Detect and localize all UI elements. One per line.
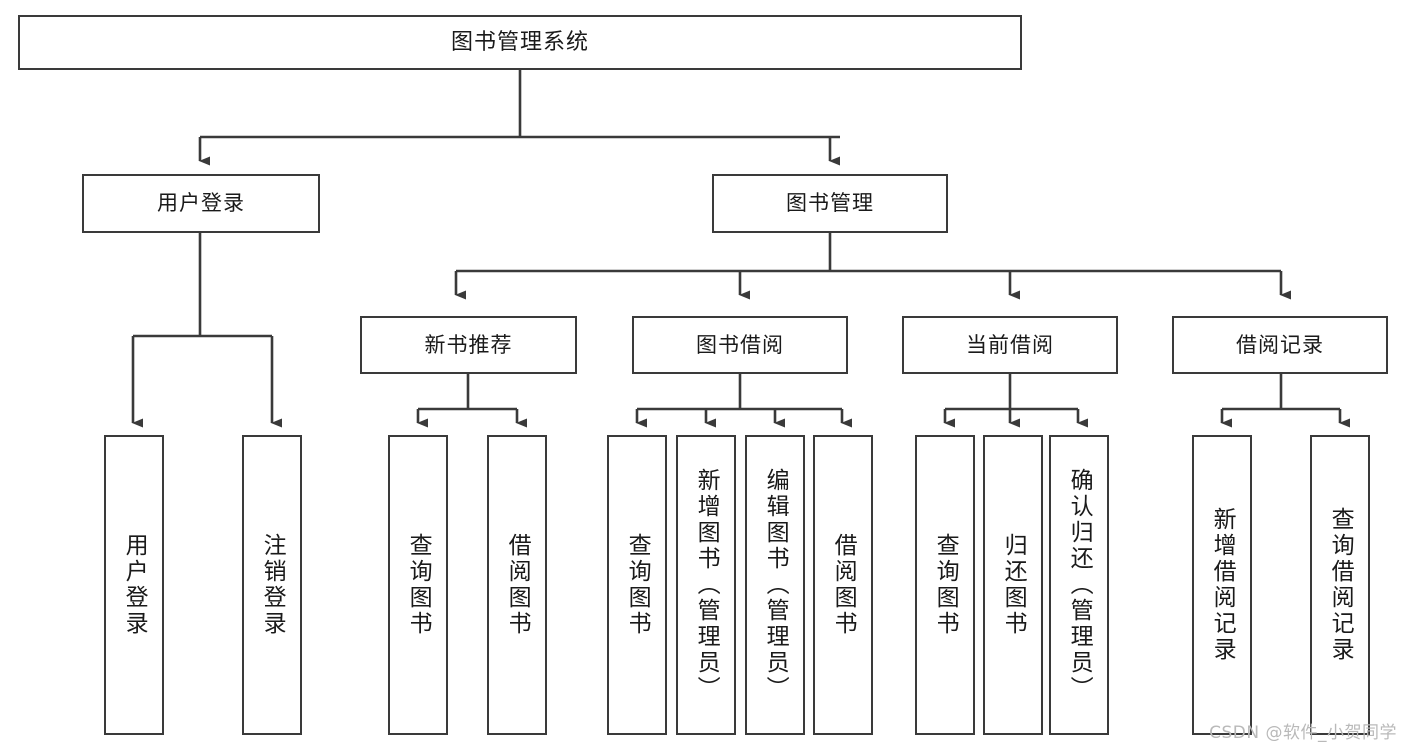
node-label: 查询图书 (405, 533, 432, 637)
csdn-watermark: CSDN @软件_小贺同学 (1209, 723, 1397, 743)
node-label: 用户登录 (121, 533, 148, 637)
node-label: 借阅图书 (830, 533, 857, 637)
node-label: 图书借阅 (696, 332, 784, 357)
leaf-user-login[interactable]: 用户登录 (104, 435, 164, 735)
leaf-query-books-current[interactable]: 查询图书 (915, 435, 975, 735)
leaf-add-borrow-record[interactable]: 新增借阅记录 (1192, 435, 1252, 735)
node-book-borrowing[interactable]: 图书借阅 (632, 316, 848, 374)
node-new-book-recommendation[interactable]: 新书推荐 (360, 316, 577, 374)
leaf-query-books-borrow[interactable]: 查询图书 (607, 435, 667, 735)
leaf-query-borrow-record[interactable]: 查询借阅记录 (1310, 435, 1370, 735)
leaf-borrow-books[interactable]: 借阅图书 (813, 435, 873, 735)
node-label: 新增图书（管理员） (693, 468, 720, 702)
node-label: 查询借阅记录 (1327, 507, 1354, 663)
leaf-confirm-return-admin[interactable]: 确认归还（管理员） (1049, 435, 1109, 735)
leaf-edit-book-admin[interactable]: 编辑图书（管理员） (745, 435, 805, 735)
node-label: 借阅图书 (504, 533, 531, 637)
node-current-borrowing[interactable]: 当前借阅 (902, 316, 1118, 374)
leaf-query-books-recommend[interactable]: 查询图书 (388, 435, 448, 735)
node-label: 新增借阅记录 (1209, 507, 1236, 663)
node-label: 确认归还（管理员） (1066, 468, 1093, 702)
node-book-management[interactable]: 图书管理 (712, 174, 948, 233)
node-user-login[interactable]: 用户登录 (82, 174, 320, 233)
node-label: 用户登录 (157, 191, 245, 216)
leaf-logout[interactable]: 注销登录 (242, 435, 302, 735)
node-label: 新书推荐 (424, 332, 513, 357)
node-label: 归还图书 (1000, 533, 1027, 637)
node-root-library-system[interactable]: 图书管理系统 (18, 15, 1022, 70)
node-borrowing-records[interactable]: 借阅记录 (1172, 316, 1388, 374)
node-label: 图书管理 (786, 191, 874, 216)
node-label: 查询图书 (624, 533, 651, 637)
leaf-return-books[interactable]: 归还图书 (983, 435, 1043, 735)
leaf-borrow-books-recommend[interactable]: 借阅图书 (487, 435, 547, 735)
node-label: 注销登录 (259, 533, 286, 637)
node-label: 编辑图书（管理员） (762, 468, 789, 702)
leaf-add-book-admin[interactable]: 新增图书（管理员） (676, 435, 736, 735)
node-label: 查询图书 (932, 533, 959, 637)
node-label: 图书管理系统 (450, 29, 589, 55)
node-label: 借阅记录 (1236, 332, 1324, 357)
node-label: 当前借阅 (966, 332, 1054, 357)
